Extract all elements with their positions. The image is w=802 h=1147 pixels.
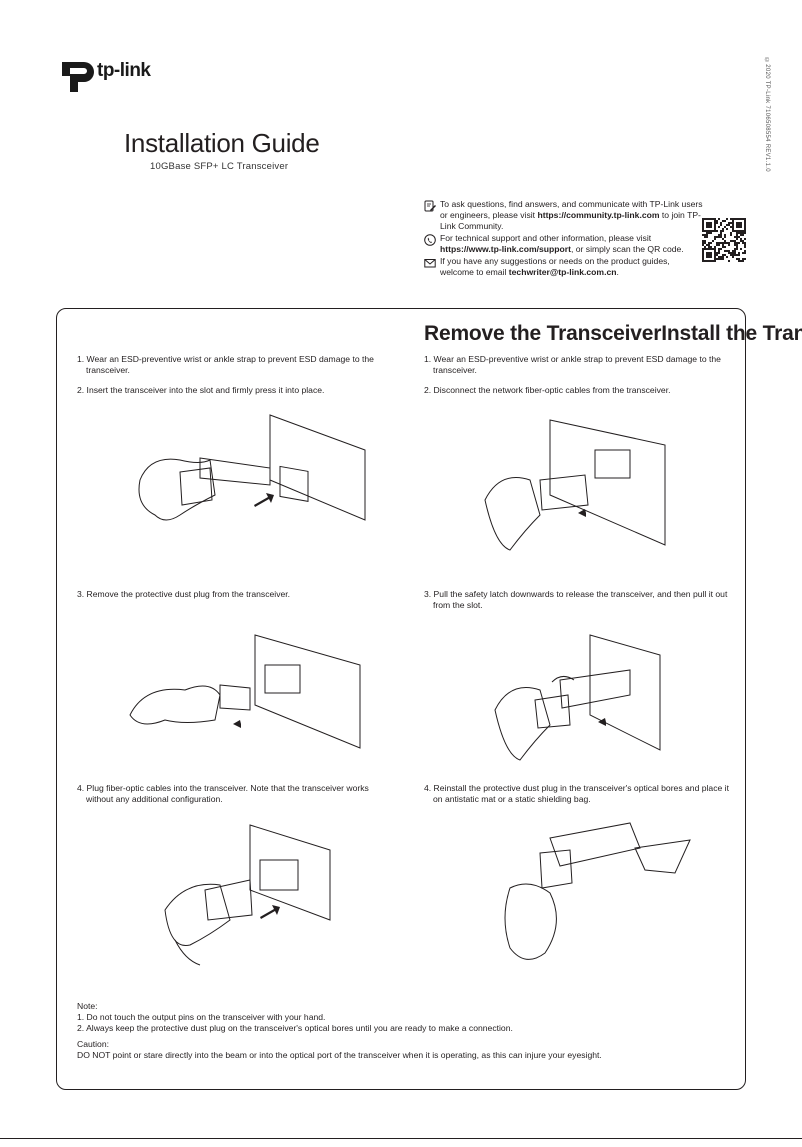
remove-step-3: 3. Pull the safety latch downwards to re… <box>424 589 728 610</box>
tp-link-logo <box>62 62 94 92</box>
caution-text: DO NOT point or stare directly into the … <box>77 1050 602 1060</box>
install-step-3: 3. Remove the protective dust plug from … <box>77 589 291 599</box>
install-step-4: 4. Plug fiber-optic cables into the tran… <box>77 783 369 804</box>
page-title: Installation Guide <box>124 128 320 158</box>
remove-step-2: 2. Disconnect the network fiber-optic ca… <box>424 385 671 395</box>
email-link[interactable]: techwriter@tp-link.com.cn <box>508 267 617 277</box>
support-email: If you have any suggestions or needs on … <box>424 256 706 278</box>
support-link[interactable]: https://www.tp-link.com/support <box>440 244 571 254</box>
insert-transceiver-illustration <box>138 414 366 521</box>
reinstall-dust-plug-illustration <box>504 822 691 960</box>
note-item-1: 1. Do not touch the output pins on the t… <box>77 1012 326 1022</box>
page-subtitle: 10GBase SFP+ LC Transceiver <box>150 161 289 172</box>
bottom-rule <box>0 1138 802 1139</box>
caution-label: Caution: <box>77 1039 110 1049</box>
install-step-1: 1. Wear an ESD-preventive wrist or ankle… <box>77 354 374 375</box>
release-latch-illustration <box>494 634 661 761</box>
note-label: Note: <box>77 1001 98 1011</box>
edit-note-icon <box>424 200 436 212</box>
remove-step-1: 1. Wear an ESD-preventive wrist or ankle… <box>424 354 721 375</box>
mail-icon <box>424 259 436 268</box>
community-link[interactable]: https://community.tp-link.com <box>537 210 660 220</box>
support-technical: For technical support and other informat… <box>424 233 706 255</box>
remove-step-4: 4. Reinstall the protective dust plug in… <box>424 783 729 804</box>
remove-dust-plug-illustration <box>129 634 361 749</box>
brand-name: tp-link <box>97 60 151 81</box>
content-frame <box>56 308 746 1090</box>
disconnect-cables-illustration <box>484 419 666 551</box>
phone-icon <box>424 234 436 246</box>
notes-section: Note: 1. Do not touch the output pins on… <box>77 1001 737 1061</box>
support-community: To ask questions, find answers, and comm… <box>424 199 706 232</box>
section-title: Remove the TransceiverInstall the Trans <box>424 322 802 345</box>
document-code: ©2020 TP-Link 7106508554 REV1.1.0 <box>764 58 770 172</box>
support-info: To ask questions, find answers, and comm… <box>424 199 706 279</box>
install-step-2: 2. Insert the transceiver into the slot … <box>77 385 325 395</box>
note-item-2: 2. Always keep the protective dust plug … <box>77 1023 513 1033</box>
qr-code <box>702 218 746 262</box>
plug-cables-illustration <box>164 824 331 966</box>
